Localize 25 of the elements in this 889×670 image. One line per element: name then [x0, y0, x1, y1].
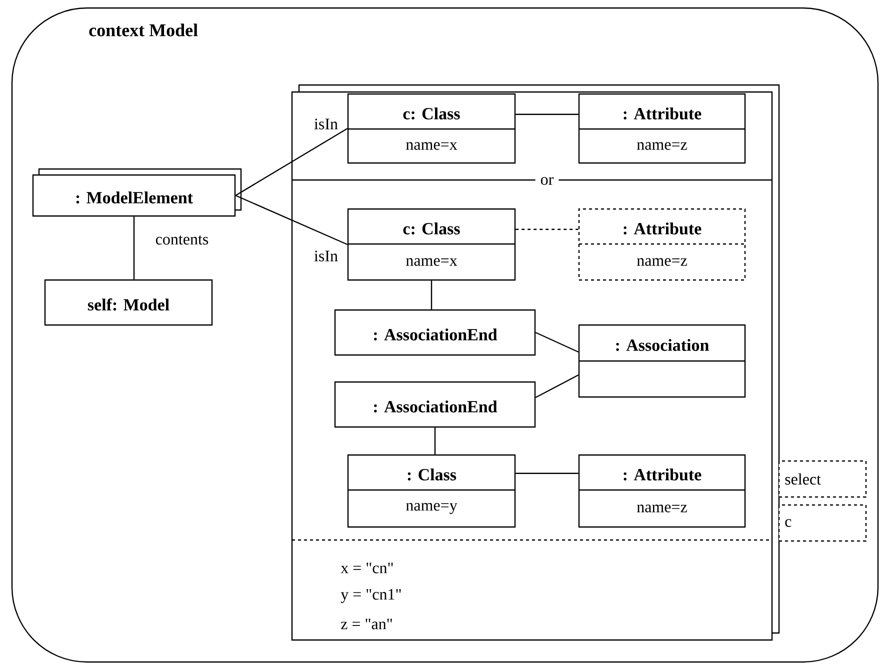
- object-box: : AssociationEnd: [334, 381, 536, 428]
- note-box: c: [778, 504, 867, 542]
- connector: [133, 216, 135, 280]
- connector: [516, 114, 578, 115]
- object-box: : Attribute name=z: [578, 93, 746, 164]
- edge-label: isIn: [313, 250, 339, 262]
- object-box: self: Model: [44, 279, 213, 326]
- object-box: : Attribute name=z: [578, 454, 746, 528]
- note-box: select: [778, 460, 867, 498]
- object-box: : Attribute name=z: [578, 208, 746, 281]
- multi-object-box: : ModelElement: [32, 168, 242, 217]
- connector: [516, 472, 578, 474]
- connector: [535, 332, 579, 353]
- connector: [516, 228, 578, 230]
- object-box: : Association: [578, 324, 746, 398]
- object-box: : Class name=y: [347, 454, 516, 528]
- edge-label: isIn: [313, 118, 339, 130]
- object-box: : AssociationEnd: [334, 309, 536, 356]
- object-box: c: Class name=x: [347, 208, 516, 281]
- connector: [434, 428, 436, 454]
- connector: [235, 194, 348, 246]
- connector: [235, 128, 348, 196]
- connector: [430, 280, 432, 310]
- connector: [535, 374, 579, 398]
- object-box: c: Class name=x: [347, 93, 516, 164]
